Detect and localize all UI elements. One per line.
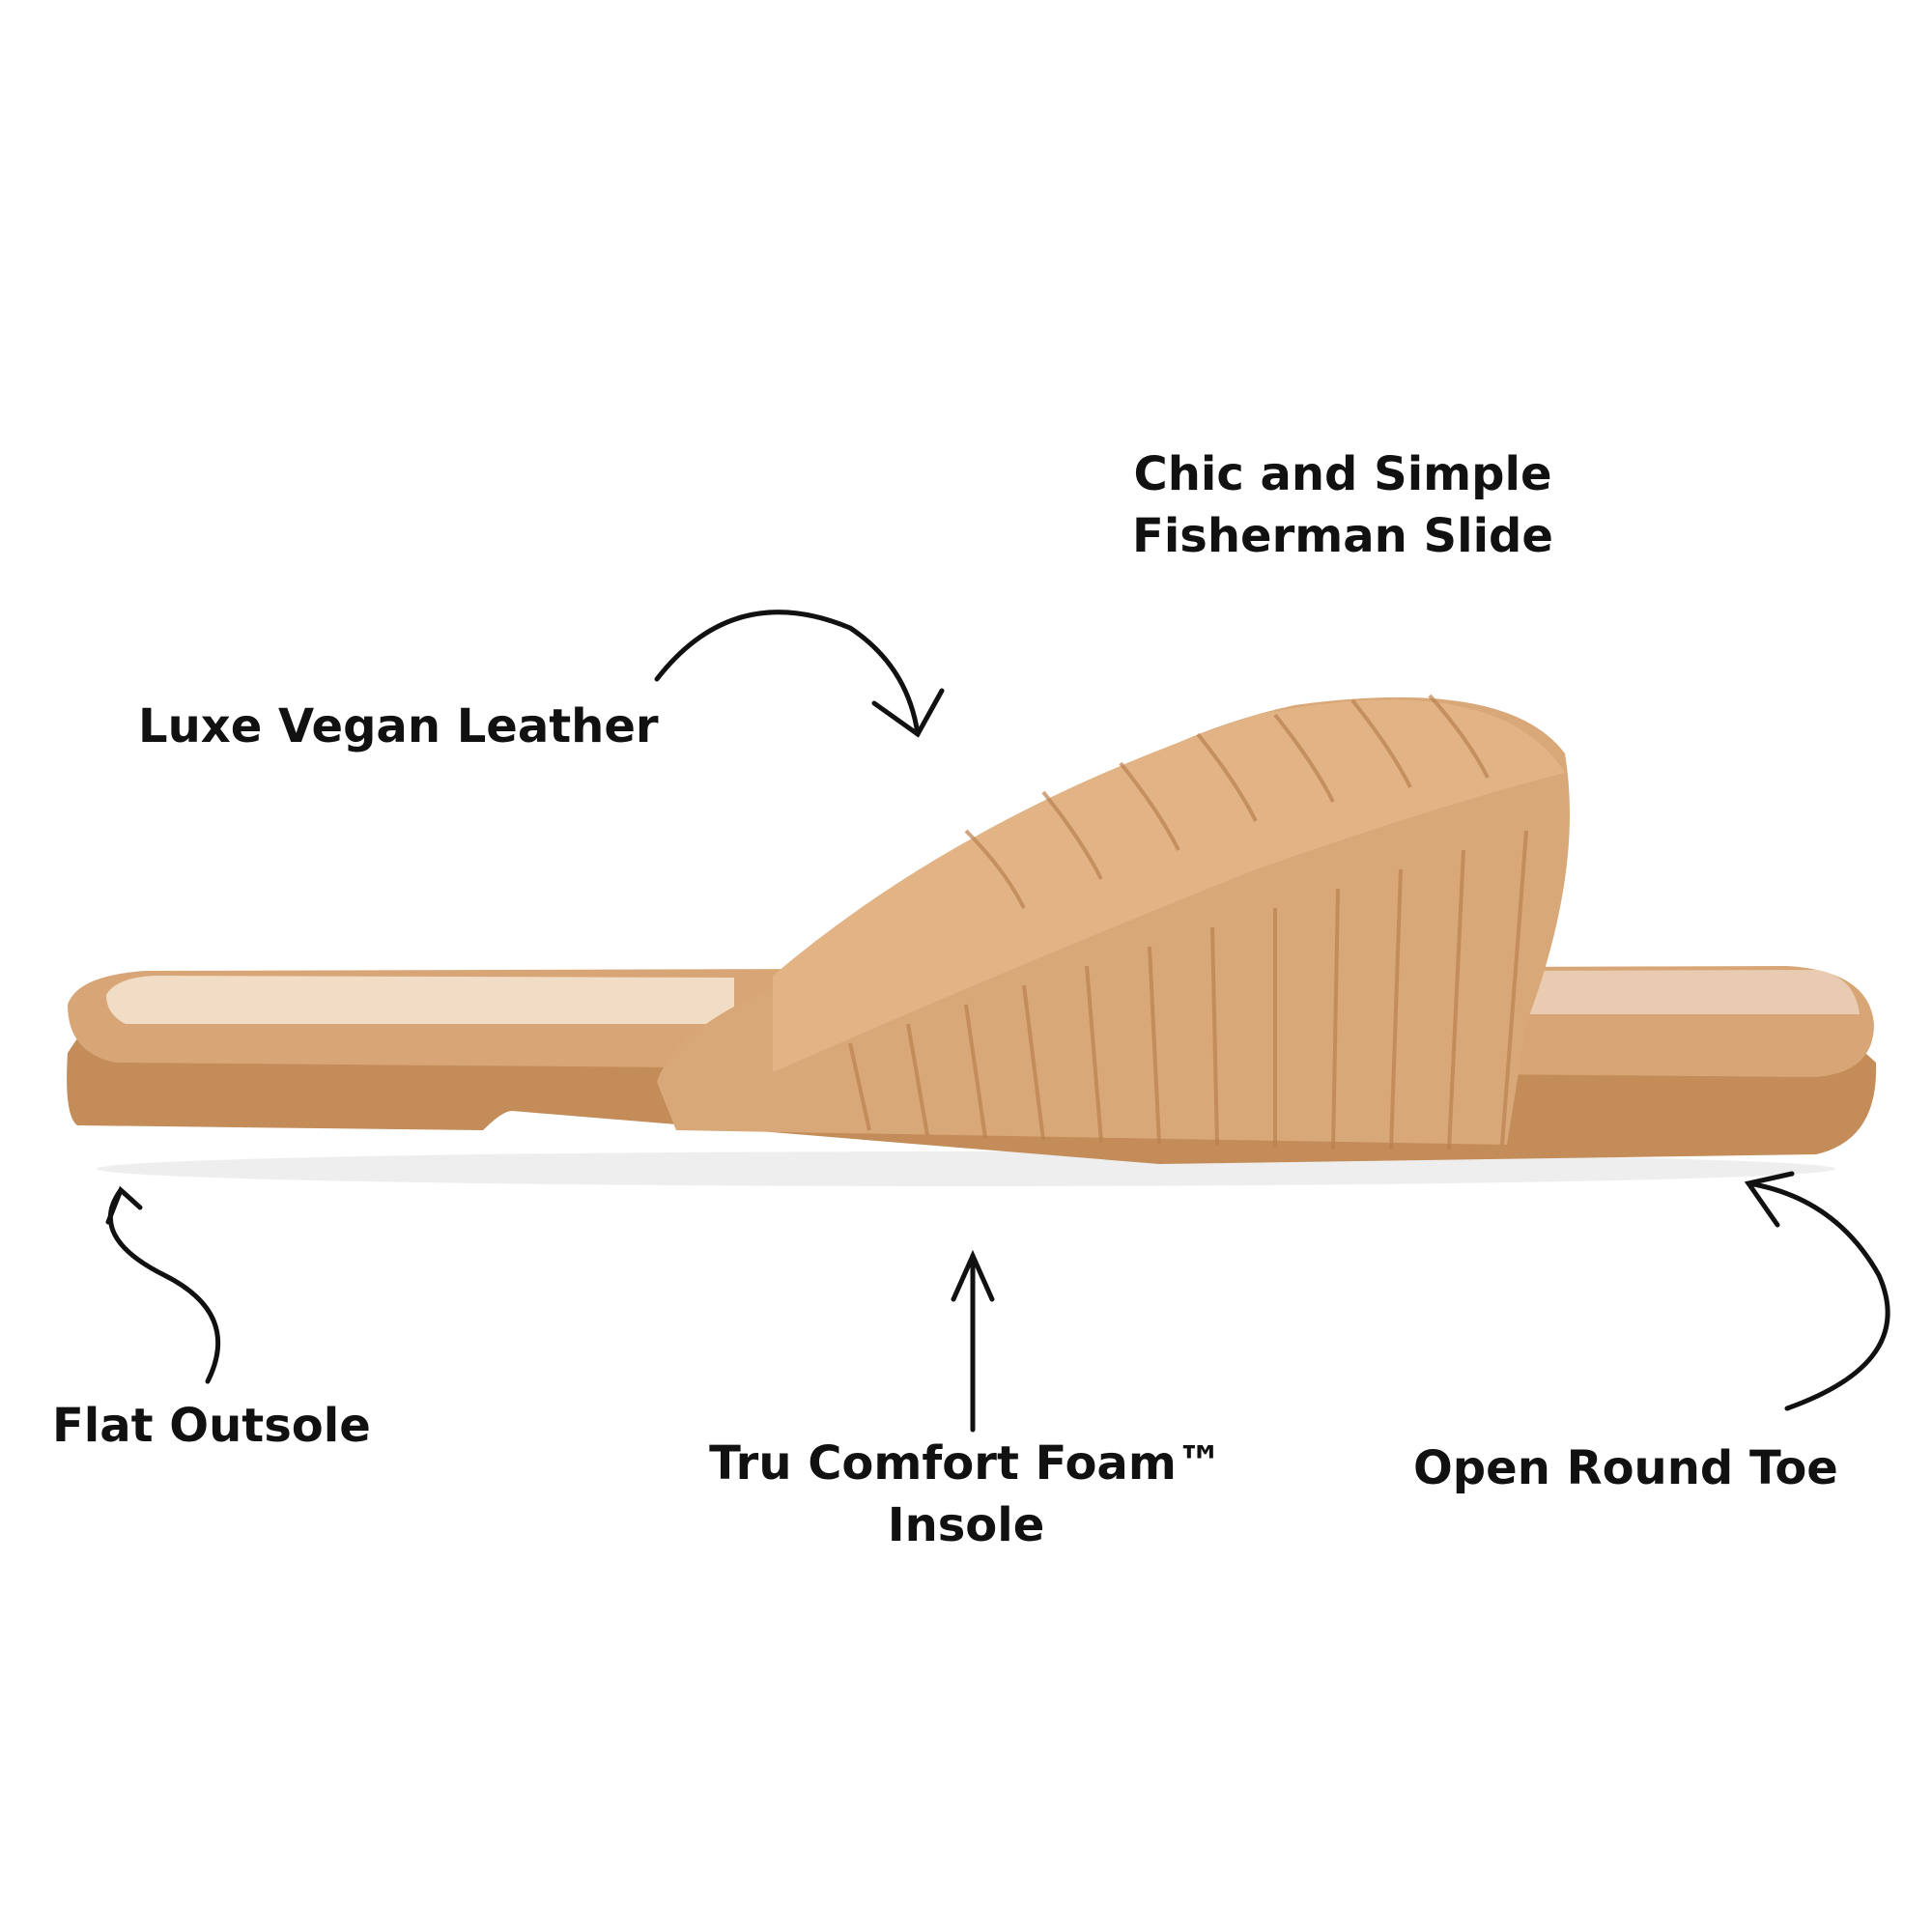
arrow-head-heel-icon bbox=[105, 1185, 143, 1225]
arrow-to-heel-icon bbox=[107, 1187, 221, 1384]
arrow-head-toe-icon bbox=[1744, 1171, 1795, 1228]
callout-insole-line-2: Insole bbox=[887, 1498, 1045, 1552]
headline-line-2: Fisherman Slide bbox=[1132, 509, 1553, 563]
arrow-to-toe-icon bbox=[1746, 1180, 1890, 1411]
arrows bbox=[105, 610, 1890, 1433]
sandal-image bbox=[67, 694, 1877, 1186]
arrow-to-strap-icon bbox=[654, 610, 921, 737]
callout-toe: Open Round Toe bbox=[1413, 1441, 1838, 1495]
callout-material: Luxe Vegan Leather bbox=[138, 699, 659, 753]
callout-insole-line-1: Tru Comfort Foam™ bbox=[709, 1436, 1223, 1491]
callout-outsole: Flat Outsole bbox=[52, 1399, 371, 1453]
arrow-head-strap-icon bbox=[871, 688, 945, 738]
arrow-head-insole-icon bbox=[951, 1249, 995, 1302]
callout-insole: Tru Comfort Foam™ Insole bbox=[696, 1433, 1236, 1556]
headline: Chic and Simple Fisherman Slide bbox=[1111, 443, 1575, 567]
headline-line-1: Chic and Simple bbox=[1133, 447, 1552, 501]
